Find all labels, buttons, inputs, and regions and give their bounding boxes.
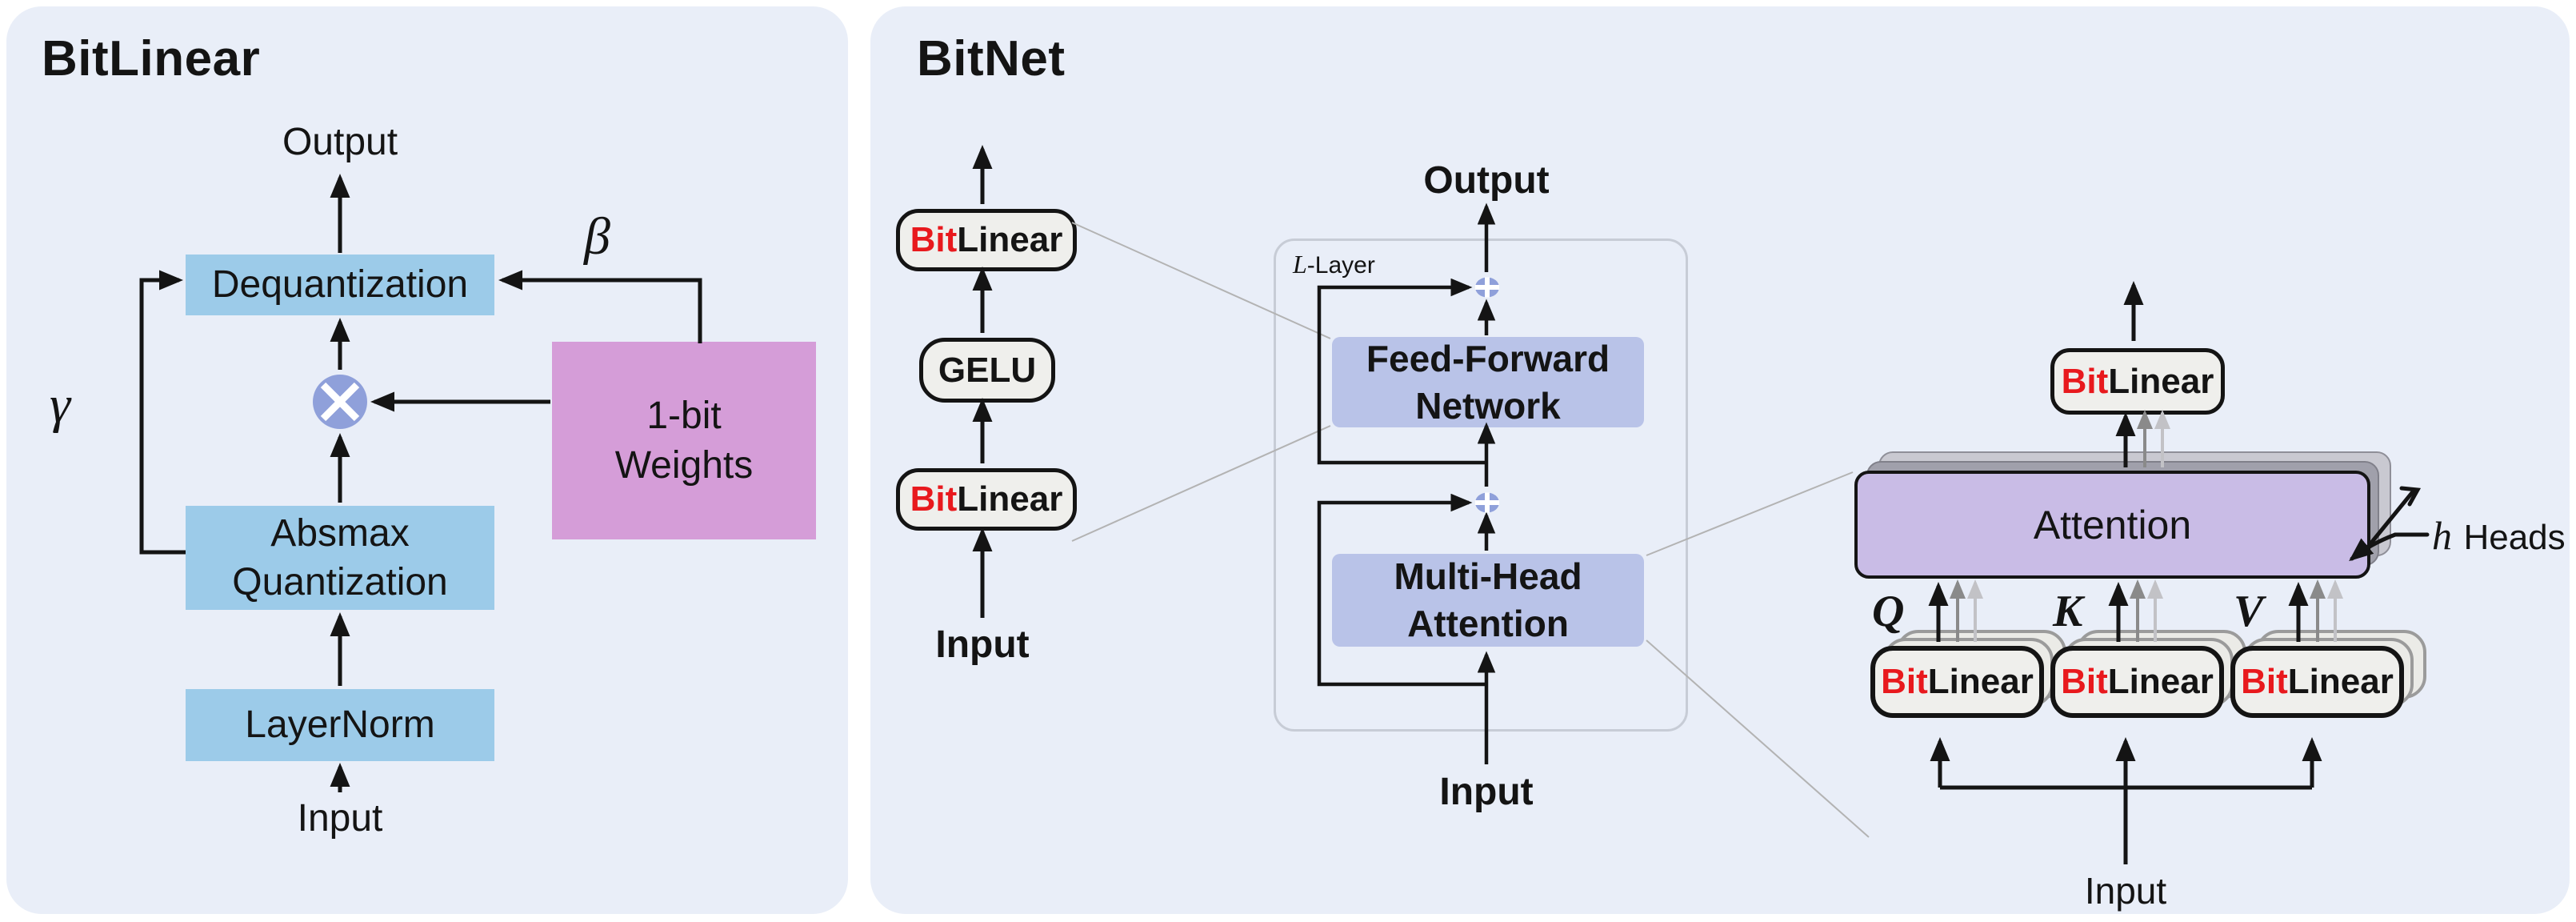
transformer-output-label: Output bbox=[1423, 159, 1550, 202]
weights-label-line1: 1-bit bbox=[646, 395, 722, 438]
mha-label-line2: Attention bbox=[1407, 603, 1569, 644]
bitlinear-output-label: Output bbox=[282, 121, 398, 163]
bitlinear-bit-text: Bit bbox=[2241, 662, 2288, 701]
heads-text: Heads bbox=[2463, 518, 2566, 557]
bitlinear-title: BitLinear bbox=[42, 31, 261, 86]
attention-input-label: Input bbox=[2084, 870, 2167, 912]
bitlinear-linear-text: Linear bbox=[1927, 662, 2034, 701]
bitlinear-input-label: Input bbox=[297, 797, 383, 840]
weights-label-line2: Weights bbox=[614, 443, 754, 487]
attention-label: Attention bbox=[2033, 502, 2192, 547]
feed-forward-network-box: Feed-Forward Network bbox=[1332, 337, 1644, 427]
bitlinear-linear-text: Linear bbox=[2107, 662, 2214, 701]
l-layer-container bbox=[1274, 239, 1688, 732]
bitlinear-bit-text: Bit bbox=[910, 479, 958, 519]
layernorm-label: LayerNorm bbox=[245, 704, 435, 747]
bitlinear-linear-text: Linear bbox=[2287, 662, 2394, 701]
bitlinear-bit-text: Bit bbox=[2061, 662, 2108, 701]
heads-symbol: h bbox=[2432, 513, 2452, 558]
bitlinear-bit-text: Bit bbox=[2061, 361, 2109, 401]
bitlinear-linear-text: Linear bbox=[957, 479, 1063, 519]
bitlinear-linear-text: Linear bbox=[957, 220, 1063, 259]
bitlinear-bit-text: Bit bbox=[1881, 662, 1928, 701]
bitnet-title: BitNet bbox=[917, 31, 1066, 86]
multi-head-attention-box: Multi-Head Attention bbox=[1332, 554, 1644, 647]
absmax-label-line2: Quantization bbox=[232, 561, 448, 603]
k-label: K bbox=[2053, 587, 2083, 636]
gelu-label: GELU bbox=[938, 350, 1037, 390]
attention-box: Attention bbox=[1854, 471, 2370, 579]
l-layer-label: L-Layer bbox=[1293, 250, 1375, 279]
q-label: Q bbox=[1872, 587, 1905, 636]
v-label: V bbox=[2234, 587, 2264, 636]
l-layer-suffix: -Layer bbox=[1306, 252, 1375, 279]
bitlinear-bit-text: Bit bbox=[910, 220, 958, 259]
l-layer-l: L bbox=[1293, 250, 1307, 279]
dequantization-label: Dequantization bbox=[211, 263, 469, 307]
layernorm-box: LayerNorm bbox=[186, 689, 494, 761]
dequantization-box: Dequantization bbox=[186, 255, 494, 315]
h-heads-label: h Heads bbox=[2432, 512, 2566, 559]
absmax-label-line1: Absmax bbox=[270, 511, 410, 555]
transformer-input-label: Input bbox=[1439, 771, 1534, 813]
mha-label-line1: Multi-Head bbox=[1394, 555, 1582, 598]
gelu-pill: GELU bbox=[919, 338, 1055, 403]
bitlinear-linear-text: Linear bbox=[2108, 361, 2214, 401]
one-bit-weights-box: 1-bit Weights bbox=[552, 342, 816, 539]
ffn-label-line1: Feed-Forward bbox=[1366, 337, 1610, 379]
gamma-symbol: γ bbox=[50, 375, 71, 434]
beta-symbol: β bbox=[584, 207, 610, 266]
ffn-stack-input-label: Input bbox=[935, 623, 1030, 666]
absmax-quantization-box: Absmax Quantization bbox=[186, 506, 494, 610]
ffn-label-line2: Network bbox=[1415, 384, 1561, 427]
